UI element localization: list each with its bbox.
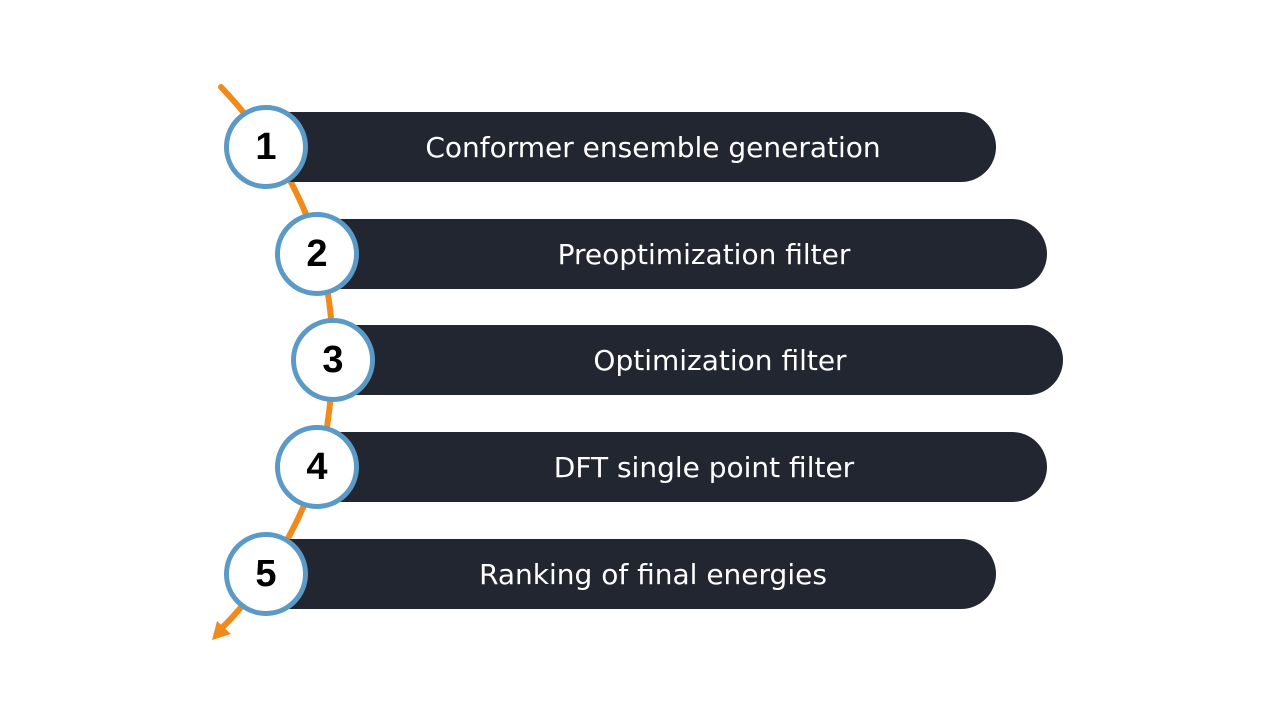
step-5-bar: Ranking of final energies — [266, 539, 996, 609]
step-4-number-badge: 4 — [275, 425, 359, 509]
step-1-number-badge: 1 — [224, 105, 308, 189]
step-2-label: Preoptimization filter — [557, 237, 851, 271]
step-2-bar: Preoptimization filter — [317, 219, 1047, 289]
step-4-bar: DFT single point filter — [317, 432, 1047, 502]
step-3-number-badge: 3 — [291, 318, 375, 402]
step-2-number-badge: 2 — [275, 212, 359, 296]
step-1-label: Conformer ensemble generation — [425, 130, 881, 164]
step-3-number: 3 — [322, 338, 344, 381]
step-2-number: 2 — [306, 232, 328, 275]
step-4-label: DFT single point filter — [553, 450, 855, 484]
arrow-head-icon — [212, 621, 231, 640]
step-5-label: Ranking of final energies — [479, 557, 827, 591]
step-4-number: 4 — [306, 445, 328, 488]
step-3-label: Optimization filter — [593, 343, 847, 377]
step-1-bar: Conformer ensemble generation — [266, 112, 996, 182]
step-5-number-badge: 5 — [224, 532, 308, 616]
step-5-number: 5 — [255, 552, 277, 595]
step-1-number: 1 — [255, 125, 277, 168]
step-3-bar: Optimization filter — [333, 325, 1063, 395]
